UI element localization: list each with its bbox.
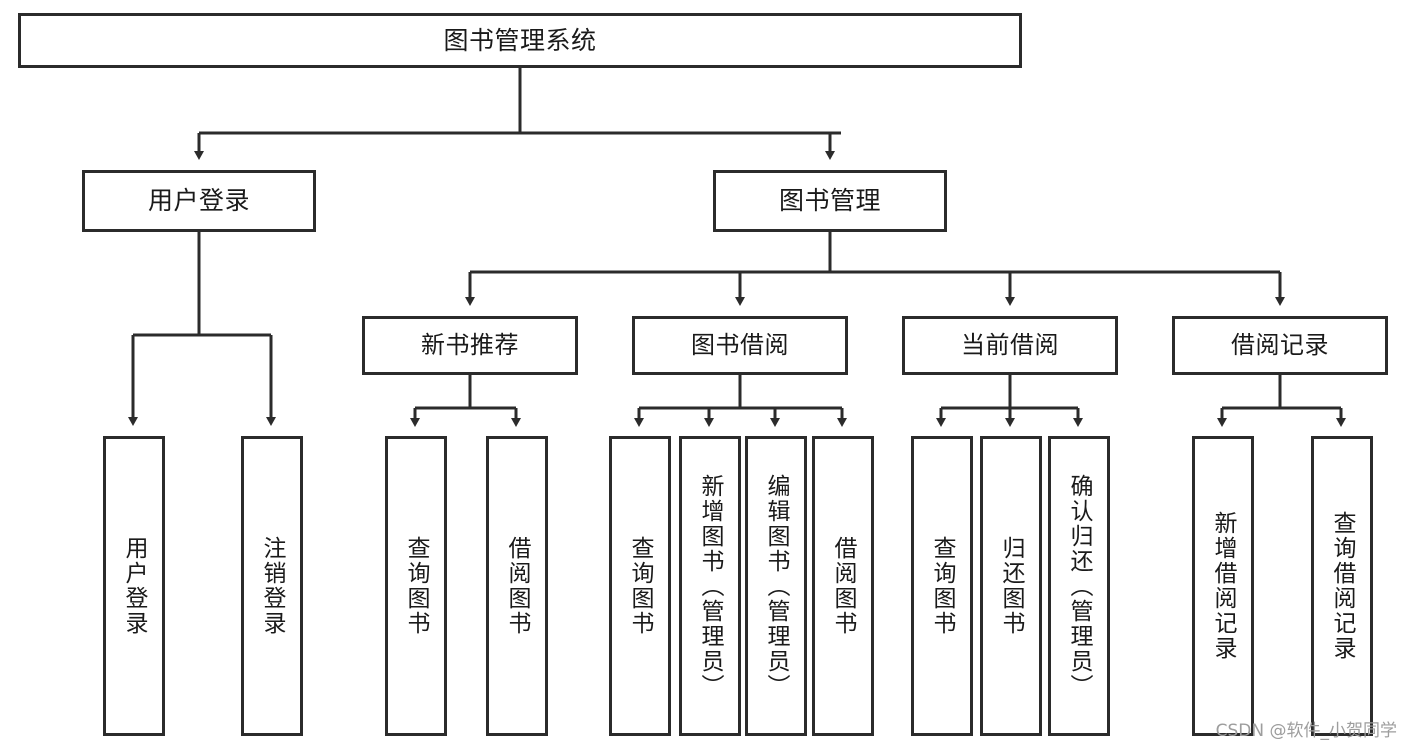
node-leaf-confirm-return-label: 确认归还（管理员） — [1066, 473, 1093, 699]
node-user-login[interactable]: 用户登录 — [82, 170, 316, 232]
node-leaf-edit-book[interactable]: 编辑图书（管理员） — [745, 436, 807, 736]
node-leaf-query-book-1[interactable]: 查询图书 — [385, 436, 447, 736]
node-root-system-label: 图书管理系统 — [443, 25, 597, 55]
node-book-manage[interactable]: 图书管理 — [713, 170, 947, 232]
node-leaf-query-book-1-label: 查询图书 — [403, 536, 430, 636]
node-leaf-query-record[interactable]: 查询借阅记录 — [1311, 436, 1373, 736]
node-leaf-return-book-label: 归还图书 — [998, 536, 1025, 636]
node-leaf-edit-book-label: 编辑图书（管理员） — [763, 473, 790, 699]
node-book-borrow[interactable]: 图书借阅 — [632, 316, 848, 375]
node-current-borrow-label: 当前借阅 — [961, 331, 1059, 360]
node-leaf-return-book[interactable]: 归还图书 — [980, 436, 1042, 736]
csdn-watermark: CSDN @软件_小贺同学 — [1215, 721, 1397, 741]
node-leaf-query-book-3[interactable]: 查询图书 — [911, 436, 973, 736]
node-new-book-recommend[interactable]: 新书推荐 — [362, 316, 578, 375]
node-leaf-borrow-book-1[interactable]: 借阅图书 — [486, 436, 548, 736]
node-book-borrow-label: 图书借阅 — [691, 331, 789, 360]
node-leaf-add-record-label: 新增借阅记录 — [1210, 511, 1237, 661]
node-leaf-user-logout-label: 注销登录 — [259, 536, 286, 636]
node-leaf-user-login[interactable]: 用户登录 — [103, 436, 165, 736]
node-leaf-user-logout[interactable]: 注销登录 — [241, 436, 303, 736]
node-leaf-borrow-book-2[interactable]: 借阅图书 — [812, 436, 874, 736]
node-leaf-borrow-book-2-label: 借阅图书 — [830, 536, 857, 636]
node-leaf-user-login-label: 用户登录 — [121, 536, 148, 636]
node-book-manage-label: 图书管理 — [778, 186, 881, 216]
node-root-system[interactable]: 图书管理系统 — [18, 13, 1022, 68]
node-user-login-label: 用户登录 — [147, 186, 250, 216]
node-leaf-add-record[interactable]: 新增借阅记录 — [1192, 436, 1254, 736]
node-leaf-query-book-2-label: 查询图书 — [627, 536, 654, 636]
node-leaf-borrow-book-1-label: 借阅图书 — [504, 536, 531, 636]
node-borrow-record-label: 借阅记录 — [1231, 331, 1329, 360]
node-borrow-record[interactable]: 借阅记录 — [1172, 316, 1388, 375]
node-leaf-add-book[interactable]: 新增图书（管理员） — [679, 436, 741, 736]
node-leaf-query-book-3-label: 查询图书 — [929, 536, 956, 636]
node-leaf-add-book-label: 新增图书（管理员） — [697, 473, 724, 699]
node-leaf-confirm-return[interactable]: 确认归还（管理员） — [1048, 436, 1110, 736]
node-leaf-query-book-2[interactable]: 查询图书 — [609, 436, 671, 736]
node-leaf-query-record-label: 查询借阅记录 — [1329, 511, 1356, 661]
node-new-book-recommend-label: 新书推荐 — [421, 331, 519, 360]
node-current-borrow[interactable]: 当前借阅 — [902, 316, 1118, 375]
